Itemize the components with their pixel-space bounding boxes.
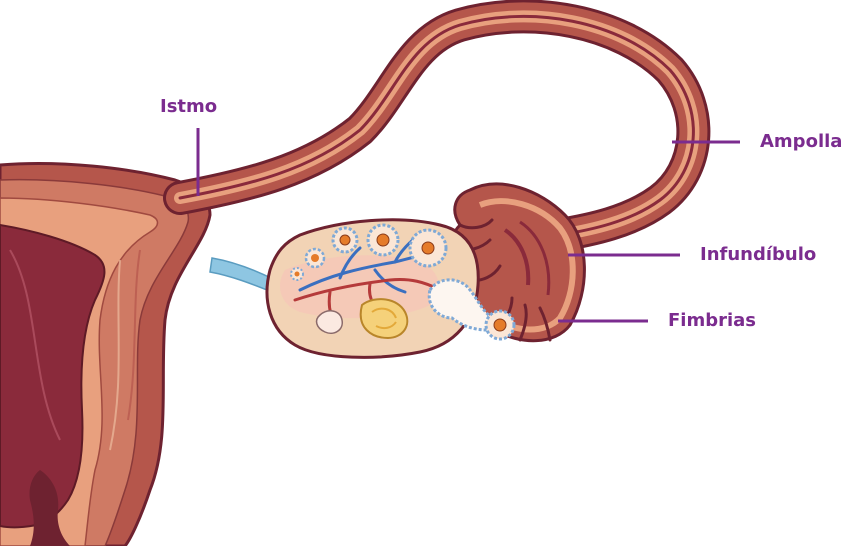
tube-wall bbox=[180, 16, 693, 235]
ovarian-ligament bbox=[210, 258, 275, 292]
follicle bbox=[306, 249, 324, 267]
uterus bbox=[0, 163, 210, 546]
label-istmo: Istmo bbox=[160, 98, 217, 116]
label-fimbrias: Fimbrias bbox=[668, 312, 756, 330]
label-infundibulo: Infundíbulo bbox=[700, 246, 816, 264]
corpus-albicans bbox=[317, 311, 343, 333]
ovum bbox=[486, 311, 514, 339]
label-ampolla: Ampolla bbox=[760, 133, 842, 151]
ovary bbox=[267, 220, 490, 358]
follicle bbox=[368, 225, 398, 255]
follicle bbox=[333, 228, 357, 252]
follicle bbox=[410, 230, 446, 266]
fallopian-tube bbox=[180, 16, 693, 235]
corpus-luteum bbox=[361, 299, 408, 338]
follicle bbox=[291, 268, 303, 280]
